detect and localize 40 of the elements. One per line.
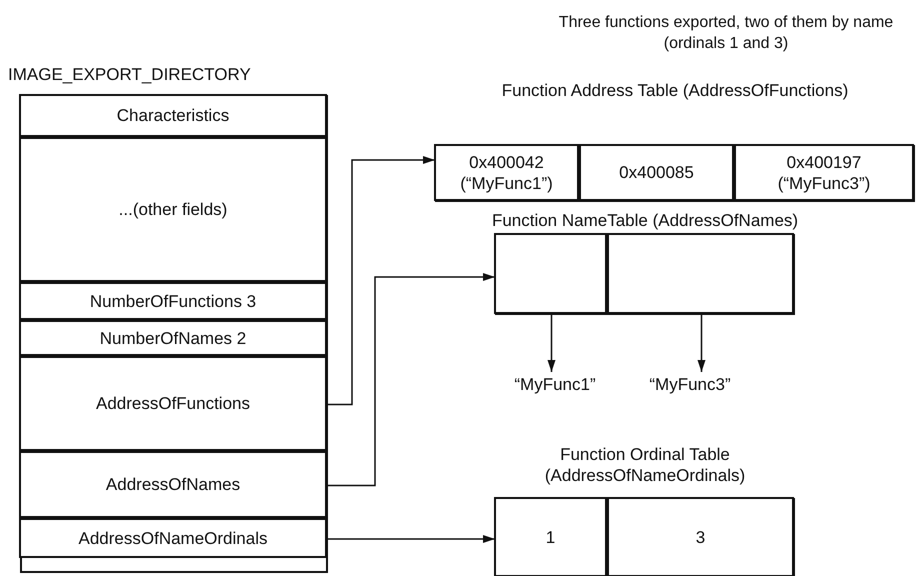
table xyxy=(495,498,795,576)
table-cell xyxy=(19,137,327,282)
table-cell xyxy=(19,282,327,320)
table-cell xyxy=(579,144,734,201)
table-cell xyxy=(19,451,327,518)
cell-text: 0x400197 (“MyFunc3”) xyxy=(776,152,872,194)
cell-text: 0x400085 xyxy=(618,162,695,183)
cell-text: ...(other fields) xyxy=(118,199,228,220)
table-cell xyxy=(734,144,914,201)
cell-text: NumberOfFunctions 3 xyxy=(88,290,258,312)
cell-text: AddressOfFunctions xyxy=(94,393,251,414)
cell-text: NumberOfNames 2 xyxy=(98,328,248,348)
arrow xyxy=(548,315,556,372)
table-heading: Function Address Table (AddressOfFunctions) xyxy=(500,80,850,101)
table-heading: Function NameTable (AddressOfNames) xyxy=(490,210,800,231)
cell-text: AddressOfNames xyxy=(104,474,242,495)
cell-text: AddressOfNameOrdinals xyxy=(78,528,268,548)
arrow xyxy=(328,156,435,406)
directory-structure xyxy=(20,95,328,573)
table-cell xyxy=(19,356,327,451)
cell-text: 0x400042 (“MyFunc1”) xyxy=(459,152,554,194)
table-cell xyxy=(607,497,794,576)
table-heading: Function Ordinal Table (AddressOfNameOrdinals) xyxy=(544,444,746,486)
arrow xyxy=(698,315,706,372)
table-cell xyxy=(19,518,327,558)
string-label: “MyFunc1” xyxy=(495,372,615,396)
table xyxy=(495,234,795,315)
diagram-title: Three functions exported, two of them by name (ordinals 1 and 3) xyxy=(558,13,894,54)
string-label: “MyFunc3” xyxy=(630,372,750,396)
cell-text: 1 xyxy=(544,526,556,548)
table-cell xyxy=(19,94,327,137)
table-heading: IMAGE_EXPORT_DIRECTORY xyxy=(8,64,252,85)
cell-text: 3 xyxy=(694,526,706,548)
table xyxy=(435,145,915,202)
arrow xyxy=(328,273,495,486)
arrow xyxy=(328,535,495,543)
cell-text: Characteristics xyxy=(116,105,230,126)
table-cell xyxy=(434,144,579,201)
table-cell xyxy=(19,320,327,356)
table-cell xyxy=(494,497,607,576)
